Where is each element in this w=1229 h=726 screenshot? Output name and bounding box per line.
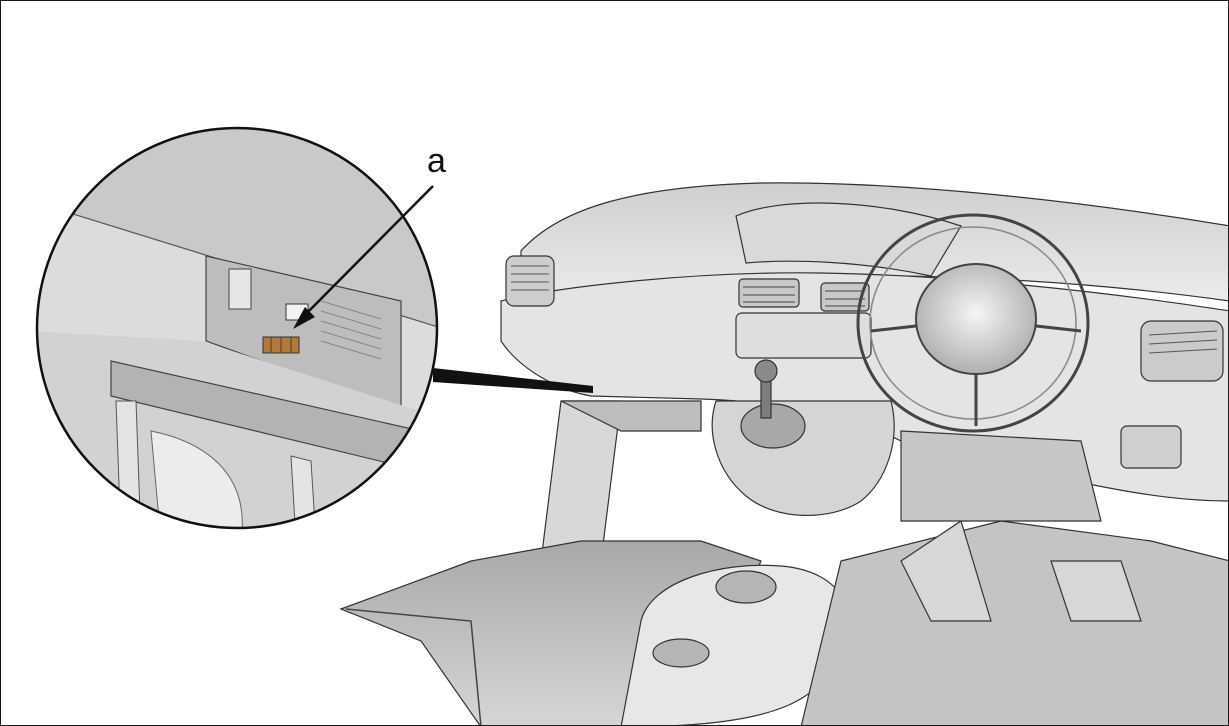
left-air-vent — [505, 255, 555, 307]
callout-label-a: a — [427, 142, 446, 180]
cup-holder-rear — [715, 570, 777, 604]
floor-panel-right — [800, 520, 1228, 725]
centre-vent-left — [738, 278, 800, 308]
cup-holder-front — [652, 638, 710, 668]
instrument-hood — [735, 202, 962, 277]
left-vent-slats — [511, 265, 549, 291]
gear-knob — [754, 359, 778, 383]
switch-block — [1120, 425, 1182, 469]
steering-wheel-rim — [856, 213, 1090, 433]
centre-vent-right — [820, 282, 870, 312]
leader-arrow — [293, 185, 434, 329]
gear-boot — [740, 403, 806, 449]
leader-wedge — [433, 368, 593, 393]
dashboard-illustration — [339, 182, 1228, 725]
steering-wheel-hub — [915, 263, 1037, 375]
magnified-detail-circle — [35, 126, 439, 530]
electrical-connector — [262, 303, 309, 354]
centre-console-panel — [735, 312, 872, 359]
